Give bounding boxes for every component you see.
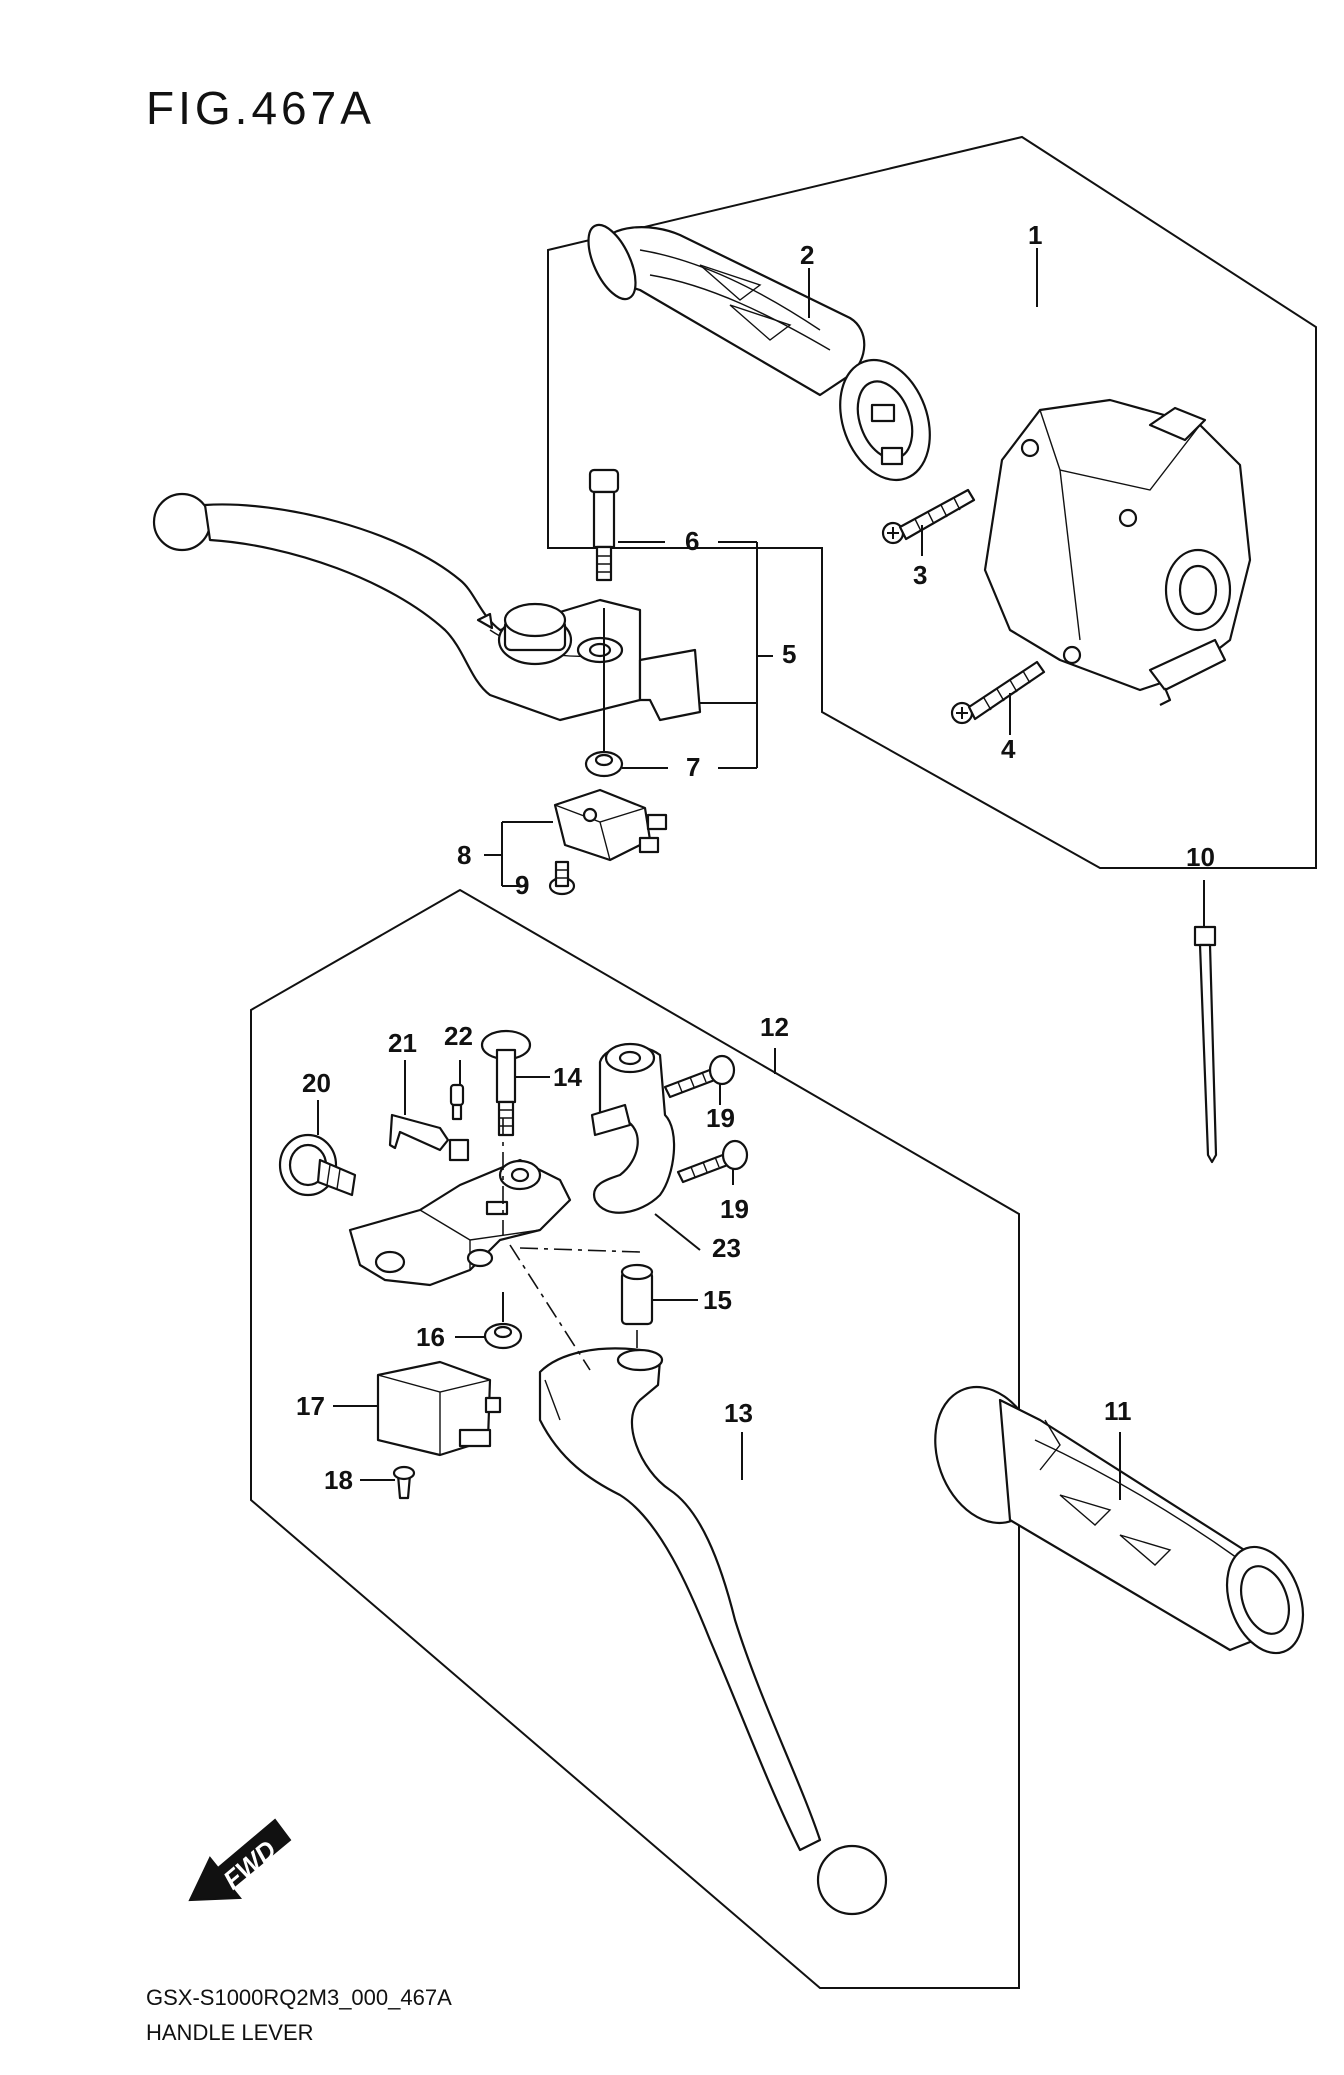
callout-12: 12 [760,1012,789,1042]
callout-4: 4 [1001,734,1016,764]
callout-9: 9 [515,870,529,900]
callout-1: 1 [1028,220,1042,250]
screw-18[interactable] [392,1465,416,1500]
callout-14: 14 [553,1062,582,1092]
callout-7: 7 [686,752,700,782]
clamp-bolt-bottom[interactable] [676,1139,749,1184]
brake-switch[interactable] [553,788,668,862]
switch-housing[interactable] [983,398,1252,706]
callout-21: 21 [388,1028,417,1058]
throttle-grip[interactable] [579,218,946,492]
callout-22: 22 [444,1021,473,1051]
adjuster-knob[interactable] [278,1133,357,1197]
screw-4[interactable] [950,660,1046,725]
callout-19-bottom: 19 [720,1194,749,1224]
callout-11: 11 [1104,1396,1132,1426]
callout-16: 16 [416,1322,445,1352]
spring-clip[interactable] [388,1113,470,1162]
callout-6: 6 [685,526,699,556]
diagram-code: GSX-S1000RQ2M3_000_467A [146,1985,452,2010]
callout-18: 18 [324,1465,353,1495]
clamp-bolt-top[interactable] [663,1054,736,1099]
callout-3: 3 [913,560,927,590]
clutch-switch[interactable] [376,1360,502,1457]
callout-17: 17 [296,1391,325,1421]
callout-2: 2 [800,240,814,270]
callout-5: 5 [782,639,796,669]
nut-7[interactable] [584,750,624,778]
callout-23: 23 [712,1233,741,1263]
callout-8: 8 [457,840,471,870]
figure-title: FIG.467A [146,82,375,134]
callout-20: 20 [302,1068,331,1098]
nut-16[interactable] [483,1322,523,1350]
left-grip[interactable] [917,1372,1317,1664]
front-brake-lever[interactable] [152,492,702,722]
clutch-lever[interactable] [538,1347,888,1916]
collar[interactable] [620,1263,654,1326]
callout-13: 13 [724,1398,753,1428]
bolt-6[interactable] [588,468,620,582]
cable-tie[interactable] [1193,925,1218,1164]
handlebar-clamp[interactable] [590,1042,676,1214]
pin-22[interactable] [449,1083,465,1121]
screw-3[interactable] [881,488,976,545]
lever-perch[interactable] [348,1158,572,1287]
pivot-bolt[interactable] [480,1029,532,1137]
callout-15: 15 [703,1285,732,1315]
lower-group-box [250,888,1020,1989]
forward-direction-arrow: FWD [188,1818,292,1902]
screw-9[interactable] [548,860,576,896]
callout-10: 10 [1186,842,1215,872]
diagram-name: HANDLE LEVER [146,2020,314,2045]
upper-group-box [547,135,1317,869]
callout-19-top: 19 [706,1103,735,1133]
